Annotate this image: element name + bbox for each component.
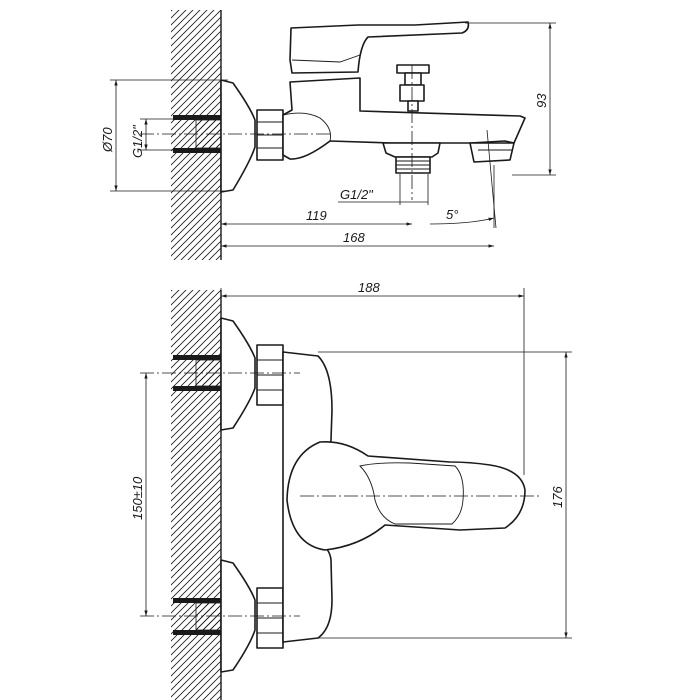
dim-width: 188 [358, 280, 380, 295]
lever-grip-curve [359, 462, 464, 525]
dim-wall-thread: G1/2" [130, 124, 145, 158]
dim-spout-length: 168 [343, 230, 365, 245]
cover-flange [220, 79, 256, 193]
side-view: Ø70 G1/2" 93 G1/2" 5° 119 168 [100, 10, 556, 260]
lever-handle-side [289, 21, 470, 74]
spout-aerator [469, 142, 515, 163]
wall-hatch-bottom [171, 290, 221, 700]
lever-handle-detail [291, 54, 361, 63]
body-joint-curve [282, 112, 331, 142]
dim-outlet-distance: 119 [306, 208, 327, 223]
shower-outlet [382, 142, 441, 174]
upper-cover-flange [220, 317, 256, 431]
angle-arc [429, 217, 495, 225]
dim-center-distance: 150±10 [130, 476, 145, 520]
front-view: 188 150±10 176 [130, 280, 572, 700]
dim-angle: 5° [446, 207, 458, 222]
diverter-knob [396, 64, 430, 112]
angle-tilt-line [486, 129, 497, 229]
dim-height: 93 [534, 93, 549, 108]
hex-nut-side [256, 109, 284, 161]
dim-diameter: Ø70 [100, 127, 115, 153]
dim-outlet-thread: G1/2" [340, 187, 374, 202]
lower-inlet-pipe [173, 598, 222, 635]
upper-hex-nut [256, 344, 284, 406]
lower-hex-nut [256, 587, 284, 649]
dim-front-height: 176 [550, 486, 565, 508]
